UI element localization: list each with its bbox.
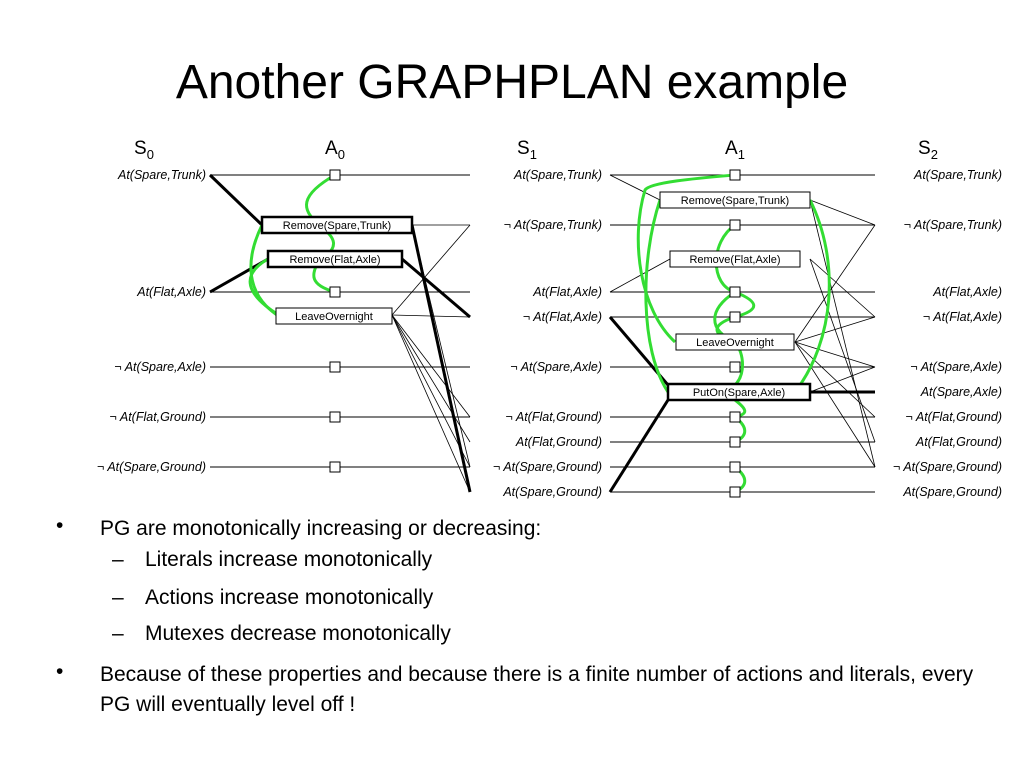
slide-title: Another GRAPHPLAN example bbox=[175, 56, 849, 109]
a0-noop-squares bbox=[329, 169, 341, 473]
s2-literal: At(Flat,Axle) bbox=[932, 285, 1002, 299]
svg-text:Remove(Spare,Trunk): Remove(Spare,Trunk) bbox=[681, 195, 789, 207]
bullet-text: Because of these properties and because … bbox=[100, 663, 974, 716]
s1-literal: At(Spare,Trunk) bbox=[513, 168, 602, 182]
a0-mutex-links bbox=[248, 173, 336, 319]
svg-text:LeaveOvernight: LeaveOvernight bbox=[696, 337, 774, 349]
a1-thin-lines bbox=[609, 174, 876, 468]
level-header-s2: S2 bbox=[918, 138, 938, 162]
sub-bullet-text: Actions increase monotonically bbox=[145, 586, 434, 609]
s2-literal: ¬ At(Flat,Ground) bbox=[906, 410, 1002, 424]
s2-literal: ¬ At(Flat,Axle) bbox=[923, 310, 1002, 324]
s2-literal: At(Spare,Trunk) bbox=[913, 168, 1002, 182]
s2-literal: At(Spare,Ground) bbox=[902, 485, 1002, 499]
s1-literal: At(Flat,Axle) bbox=[532, 285, 602, 299]
s0-literal: At(Flat,Axle) bbox=[136, 285, 206, 299]
a0-action-remove-spare-trunk bbox=[260, 215, 414, 235]
svg-text:PutOn(Spare,Axle): PutOn(Spare,Axle) bbox=[693, 387, 785, 399]
s2-literal-labels: At(Spare,Trunk) ¬ At(Spare,Trunk) At(Flat,… bbox=[893, 168, 1002, 499]
a1-noop-squares bbox=[729, 169, 741, 498]
level-header-a1: A1 bbox=[725, 138, 745, 162]
s1-literal-labels: At(Spare,Trunk) ¬ At(Spare,Trunk) At(Flat,… bbox=[493, 168, 602, 499]
a0-effect-lines bbox=[391, 224, 471, 493]
a0-action-remove-flat-axle bbox=[266, 249, 404, 269]
s2-literal: At(Flat,Ground) bbox=[915, 435, 1002, 449]
svg-text:Remove(Flat,Axle): Remove(Flat,Axle) bbox=[689, 254, 780, 266]
svg-text:LeaveOvernight: LeaveOvernight bbox=[295, 311, 373, 323]
sub-bullet-text: Literals increase monotonically bbox=[145, 548, 433, 571]
dash-icon: – bbox=[112, 548, 124, 571]
svg-text:Remove(Flat,Axle): Remove(Flat,Axle) bbox=[289, 254, 380, 266]
level-header-a0: A0 bbox=[325, 138, 345, 162]
s0-literal-labels: At(Spare,Trunk) At(Flat,Axle) ¬ At(Spare,A… bbox=[97, 168, 206, 474]
planning-graph: S0 A0 S1 A1 S2 Remove(Spar bbox=[97, 138, 1002, 499]
level-header-s1: S1 bbox=[517, 138, 537, 162]
s0-literal: ¬ At(Spare,Ground) bbox=[97, 460, 206, 474]
s1-literal: At(Flat,Ground) bbox=[515, 435, 602, 449]
s1-literal: ¬ At(Spare,Axle) bbox=[510, 360, 602, 374]
bullet-dot-icon: • bbox=[56, 660, 64, 683]
s1-literal: ¬ At(Flat,Ground) bbox=[506, 410, 602, 424]
s1-literal: At(Spare,Ground) bbox=[502, 485, 602, 499]
s2-literal: ¬ At(Spare,Axle) bbox=[910, 360, 1002, 374]
s0-literal: ¬ At(Spare,Axle) bbox=[114, 360, 206, 374]
s2-literal: ¬ At(Spare,Trunk) bbox=[904, 218, 1002, 232]
s1-literal: ¬ At(Spare,Trunk) bbox=[504, 218, 602, 232]
a1-action-remove-flat-axle bbox=[669, 250, 801, 268]
a1-action-remove-spare-trunk bbox=[659, 191, 811, 209]
dash-icon: – bbox=[112, 622, 124, 645]
a0-action-boxes: Remove(Spare,Trunk) Remove(Flat,Axle) Le… bbox=[260, 215, 414, 325]
a1-action-leave-overnight bbox=[675, 333, 795, 351]
s1-literal: ¬ At(Flat,Axle) bbox=[523, 310, 602, 324]
s0-literal: At(Spare,Trunk) bbox=[117, 168, 206, 182]
a1-action-puton-spare-axle bbox=[666, 382, 812, 402]
dash-icon: – bbox=[112, 586, 124, 609]
a0-action-leave-overnight bbox=[275, 307, 393, 325]
bullet-text: PG are monotonically increasing or decre… bbox=[100, 517, 542, 540]
sub-bullet-text: Mutexes decrease monotonically bbox=[145, 622, 451, 645]
s0-literal: ¬ At(Flat,Ground) bbox=[110, 410, 206, 424]
level-header-s0: S0 bbox=[134, 138, 154, 162]
svg-text:Remove(Spare,Trunk): Remove(Spare,Trunk) bbox=[283, 220, 391, 232]
s1-literal: ¬ At(Spare,Ground) bbox=[493, 460, 602, 474]
s2-literal: ¬ At(Spare,Ground) bbox=[893, 460, 1002, 474]
a1-action-boxes: Remove(Spare,Trunk) Remove(Flat,Axle) Le… bbox=[659, 191, 812, 402]
a0-thick-lines bbox=[208, 173, 472, 493]
s2-literal: At(Spare,Axle) bbox=[920, 385, 1002, 399]
bullet-dot-icon: • bbox=[56, 514, 64, 537]
